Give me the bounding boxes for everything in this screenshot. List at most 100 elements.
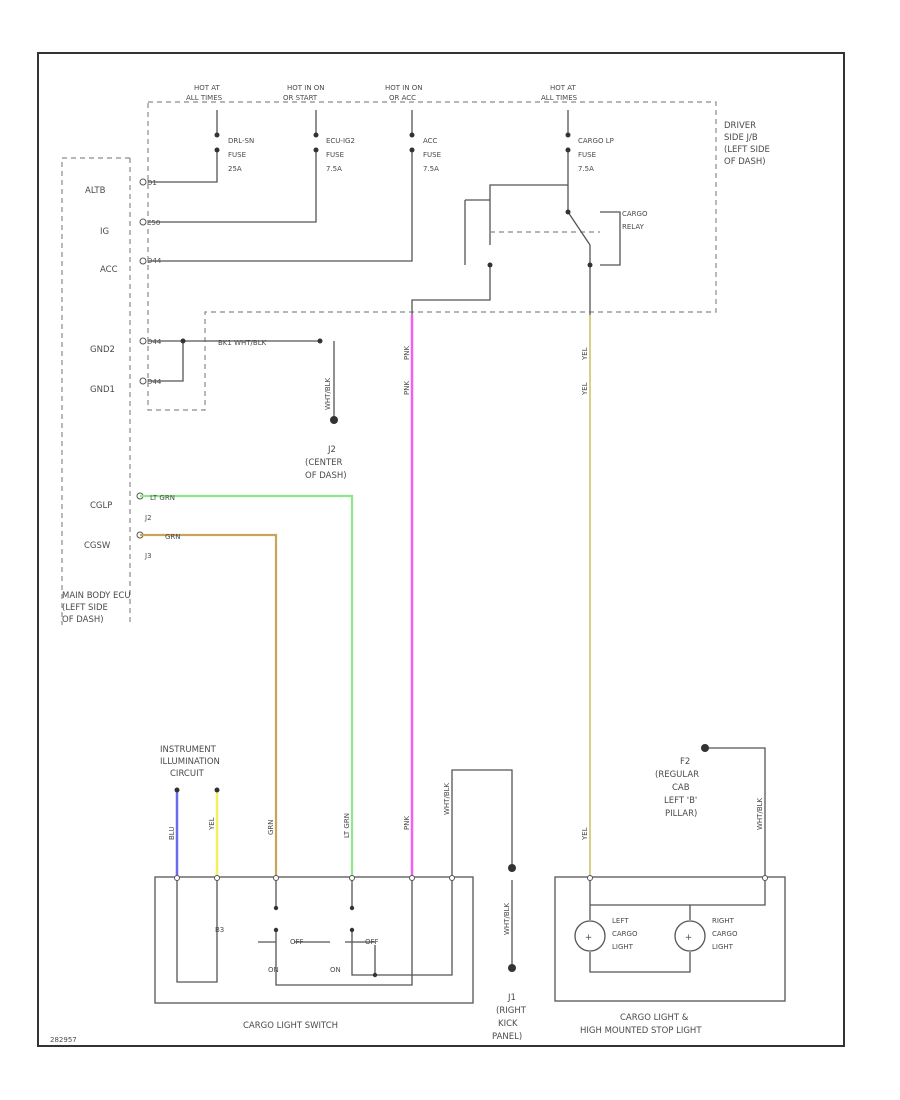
ecu-label-1: MAIN BODY ECU <box>62 591 131 601</box>
sw-off-left: OFF <box>290 938 304 946</box>
diagram-frame <box>37 52 845 1047</box>
ecu-pin-cgsw: CGSW <box>84 541 111 551</box>
sw-wire-pnk: PNK <box>403 816 411 830</box>
cargo-light-switch-internals: B3 OFF OFF ON ON <box>176 880 453 986</box>
jb-label-4: OF DASH) <box>724 157 766 167</box>
power-2-line2: OR START <box>283 94 318 102</box>
wire-label-pink-mid: PNK <box>403 381 411 395</box>
bulb-icon-left: + <box>585 933 592 943</box>
power-3-line1: HOT IN ON <box>385 84 423 92</box>
ecu-pin-altb: ALTB <box>85 186 106 196</box>
ecu-pin-gnd1: GND1 <box>90 385 115 395</box>
sw-wire-ltgrn: LT GRN <box>343 813 351 838</box>
switch-terminal-markers <box>174 875 455 881</box>
ground-j1-wire: WHT/BLK <box>503 902 511 935</box>
svg-text:ACC: ACC <box>423 137 438 145</box>
wire-label-cgsw: GRN <box>165 533 181 541</box>
cargo-light-label-1: CARGO LIGHT & <box>620 1013 689 1023</box>
ground-f2-label-2: (REGULAR <box>655 770 699 780</box>
ecu-pin-gnd2: GND2 <box>90 345 115 355</box>
svg-text:CARGO: CARGO <box>612 930 638 938</box>
sw-wire-grn: GRN <box>267 819 275 835</box>
wire-cgsw-grn <box>140 533 278 880</box>
ground-j2-label-1: J2 <box>327 445 336 455</box>
relay-label-2: RELAY <box>622 223 645 231</box>
ground-j1-circuit: WHT/BLK J1 (RIGHT KICK PANEL) <box>451 769 527 1042</box>
svg-text:LEFT: LEFT <box>612 917 629 925</box>
ecu-conn-cgsw: J3 <box>144 552 152 560</box>
ground-j1-top <box>508 864 516 872</box>
ground-wire-label: BK1 WHT/BLK <box>218 339 267 347</box>
ecu-dashed-outline <box>61 157 131 625</box>
cargo-light-switch-label: CARGO LIGHT SWITCH <box>243 1021 338 1031</box>
sw-wire-wht: WHT/BLK <box>443 782 451 815</box>
cargo-relay: CARGO RELAY <box>411 184 648 315</box>
svg-text:LIGHT: LIGHT <box>612 943 634 951</box>
power-4-line1: HOT AT <box>550 84 577 92</box>
svg-text:CARGO: CARGO <box>712 930 738 938</box>
svg-text:FUSE: FUSE <box>326 151 344 159</box>
illum-label-1: INSTRUMENT <box>160 745 217 755</box>
power-3-line2: OR ACC <box>389 94 416 102</box>
relay-label-1: CARGO <box>622 210 648 218</box>
ground-j1-label-1: J1 <box>507 993 516 1003</box>
power-1-line2: ALL TIMES <box>186 94 223 102</box>
ground-f2-label-3: CAB <box>672 783 690 793</box>
ground-f2-label-5: PILLAR) <box>665 809 697 819</box>
illum-term-1 <box>174 787 180 793</box>
ground-f2-point <box>701 744 709 752</box>
sw-on-left: ON <box>268 966 279 974</box>
ecu-label-2: (LEFT SIDE <box>62 603 108 613</box>
ground-j2-point <box>330 416 338 424</box>
ecu-conn-gnd1: D44 <box>147 378 162 386</box>
ecu-pin-markers <box>136 178 147 539</box>
cargo-light-internals <box>587 875 768 973</box>
ground-j1-point <box>508 964 516 972</box>
wire-cglp-lt-grn <box>140 494 354 880</box>
illum-label-2: ILLUMINATION <box>160 757 220 767</box>
ground-f2-wire-line <box>705 747 766 880</box>
sw-pin-12: B3 <box>215 926 224 934</box>
junction-block-outline <box>147 101 717 411</box>
wire-label-pink-upper: PNK <box>403 346 411 360</box>
ground-j1-label-3: KICK <box>498 1019 518 1029</box>
cargo-light-switch-box <box>154 876 474 1004</box>
power-4-line2: ALL TIMES <box>541 94 578 102</box>
fuse-acc: ACC FUSE 7.5A <box>148 110 441 262</box>
right-cargo-light-bulb: + RIGHT CARGO LIGHT <box>674 917 738 952</box>
ecu-conn-cglp: J2 <box>144 514 152 522</box>
ground-j2-circuit: BK1 WHT/BLK WHT/BLK J2 (CENTER OF DASH) <box>148 338 347 481</box>
jb-label-3: (LEFT SIDE <box>724 145 770 155</box>
svg-text:7.5A: 7.5A <box>326 165 342 173</box>
svg-text:DRL-SN: DRL-SN <box>228 137 254 145</box>
svg-text:ECU-IG2: ECU-IG2 <box>326 137 355 145</box>
wire-label-cglp: LT GRN <box>150 494 175 502</box>
svg-text:FUSE: FUSE <box>228 151 246 159</box>
power-2-line1: HOT IN ON <box>287 84 325 92</box>
cargo-light-box <box>554 876 786 1002</box>
ground-j1-label-4: PANEL) <box>492 1032 522 1042</box>
illum-term-2 <box>214 787 220 793</box>
power-1-line1: HOT AT <box>194 84 221 92</box>
ecu-pin-acc: ACC <box>100 265 118 275</box>
footer-code: 282957 <box>50 1036 77 1044</box>
ground-f2-label-4: LEFT 'B' <box>664 796 697 806</box>
svg-text:25A: 25A <box>228 165 242 173</box>
ecu-label-3: OF DASH) <box>62 615 104 625</box>
ecu-pin-ig: IG <box>100 227 109 237</box>
svg-text:7.5A: 7.5A <box>578 165 594 173</box>
wire-label-yel-mid: YEL <box>581 382 589 396</box>
ecu-conn-gnd2: D44 <box>147 338 162 346</box>
ground-f2-wire: WHT/BLK <box>756 797 764 830</box>
ground-f2-label-1: F2 <box>680 757 690 767</box>
wire-label-yel-upper: YEL <box>581 347 589 361</box>
jb-label-2: SIDE J/B <box>724 133 758 143</box>
svg-text:CARGO LP: CARGO LP <box>578 137 614 145</box>
svg-text:LIGHT: LIGHT <box>712 943 734 951</box>
left-cargo-light-bulb: + LEFT CARGO LIGHT <box>574 917 638 952</box>
ground-j2-label-2: (CENTER <box>305 458 343 468</box>
ground-drop-wire: WHT/BLK <box>324 377 332 410</box>
sw-on-right: ON <box>330 966 341 974</box>
ground-j1-label-2: (RIGHT <box>496 1006 527 1016</box>
